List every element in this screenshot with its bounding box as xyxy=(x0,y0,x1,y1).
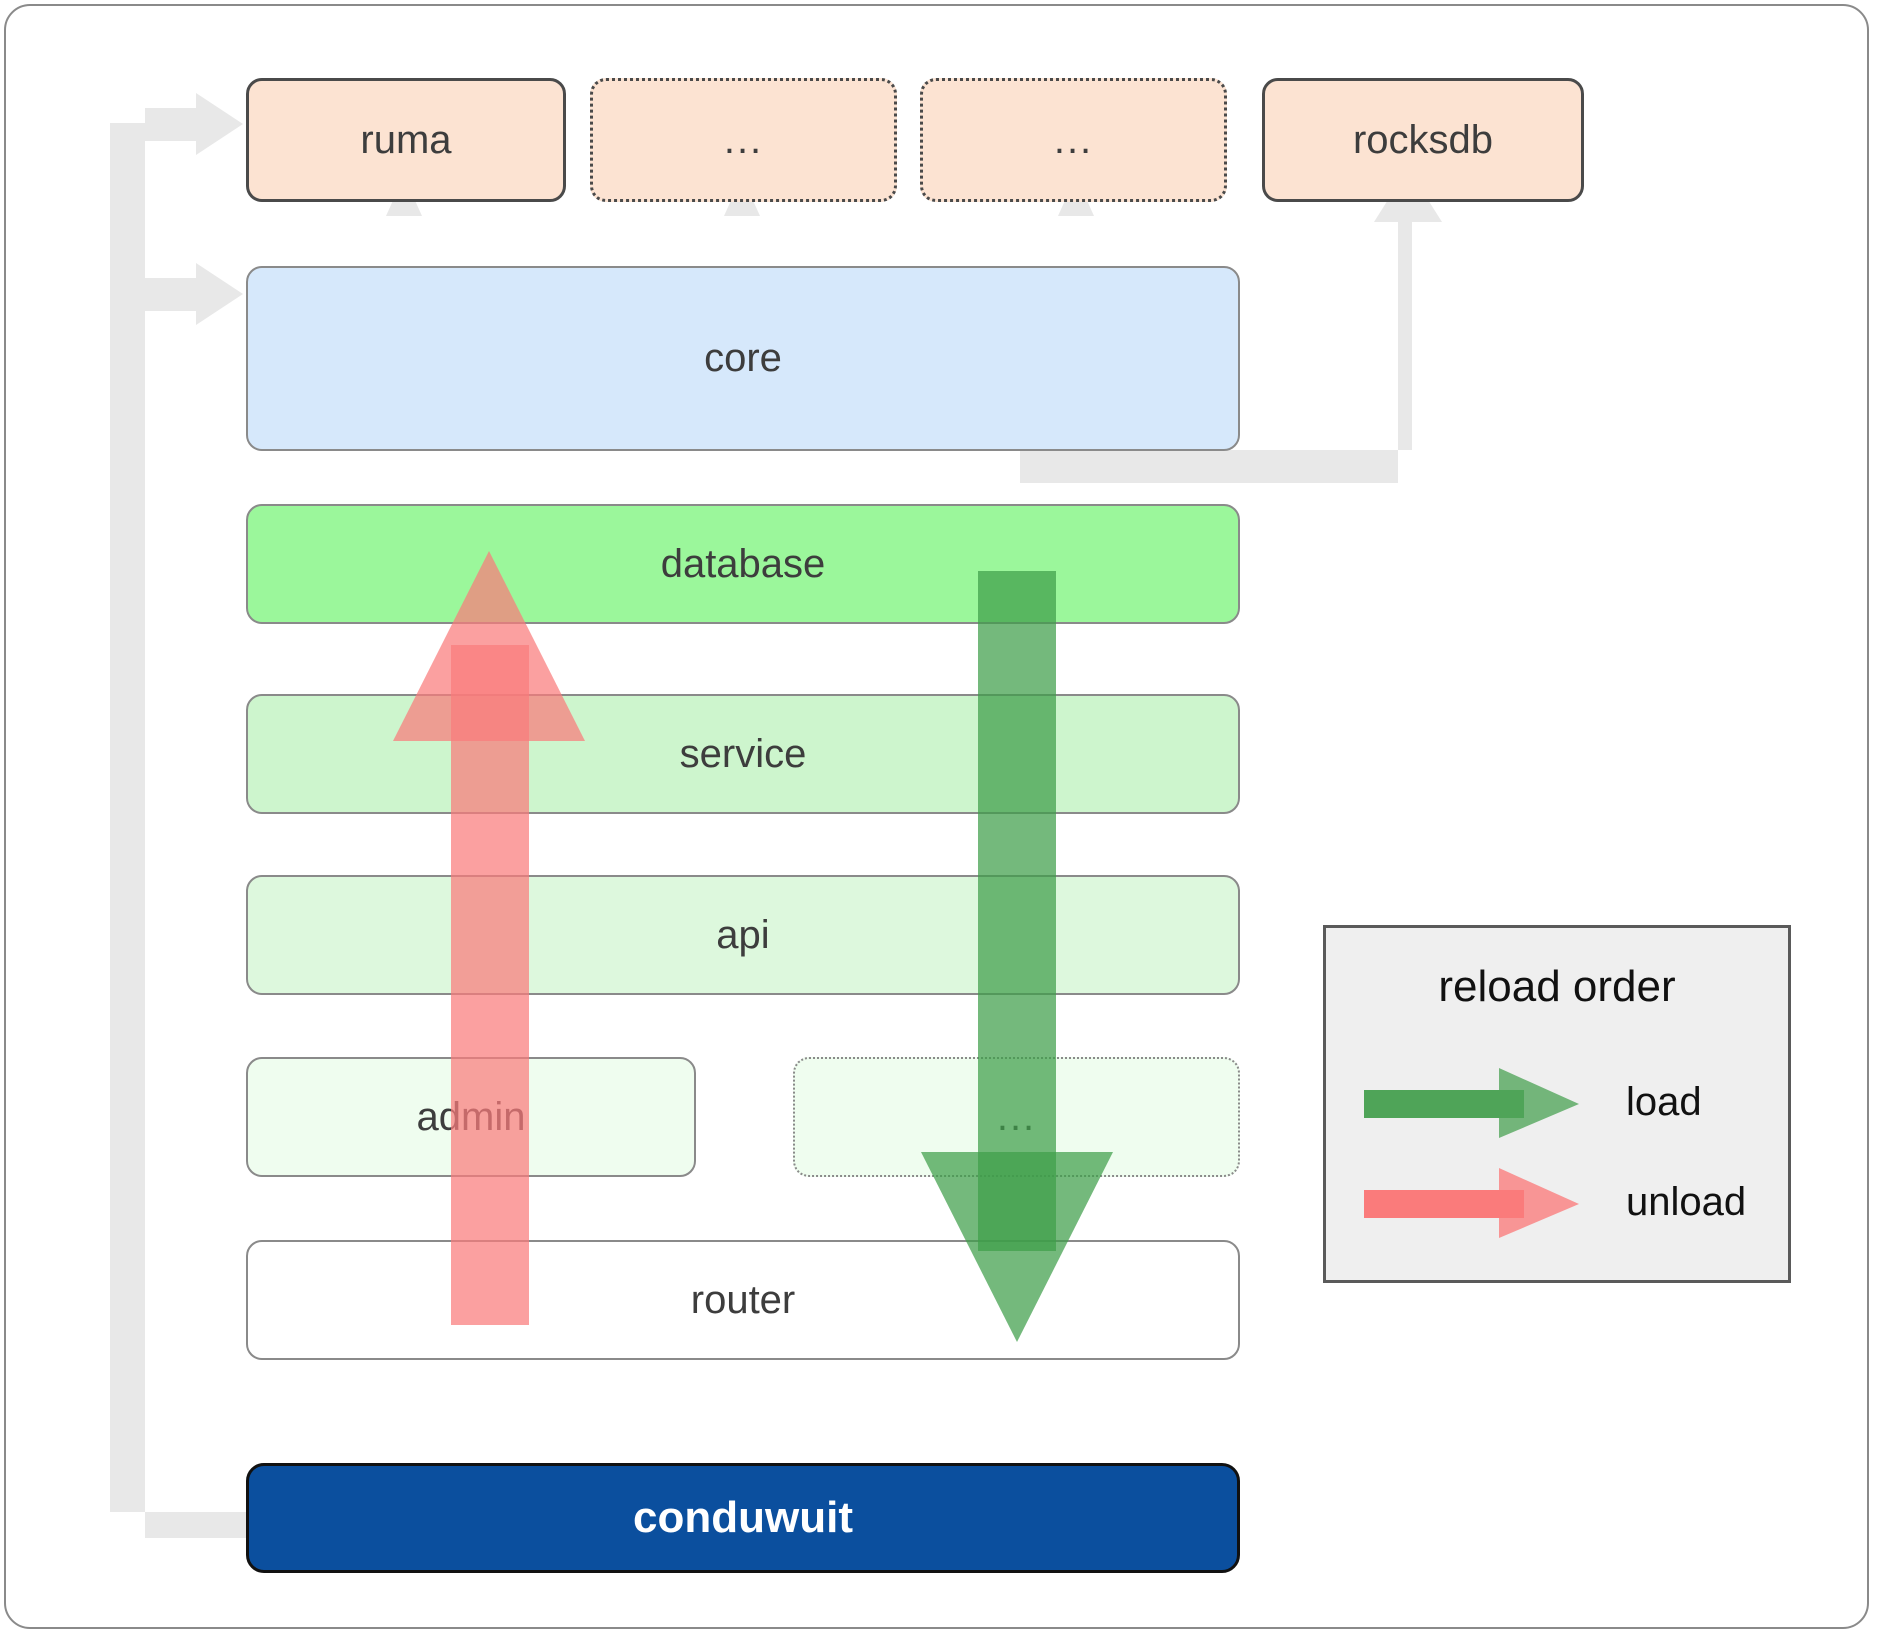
unload-arrow-shaft xyxy=(451,645,529,1325)
legend-unload-arrow-icon xyxy=(1364,1168,1579,1238)
layer-box-service-label: service xyxy=(679,731,807,776)
unload-arrow xyxy=(393,551,585,1325)
connector-arrowhead-ruma xyxy=(145,93,243,155)
layer-box-core[interactable]: core xyxy=(246,266,1240,451)
layer-box-database-label: database xyxy=(660,541,826,586)
load-arrow-head xyxy=(921,1152,1113,1342)
dep-box-ruma[interactable]: ruma xyxy=(246,78,566,202)
legend-panel: reload order load unload xyxy=(1323,925,1791,1283)
layer-box-api[interactable]: api xyxy=(246,875,1240,995)
dep-box-rocksdb[interactable]: rocksdb xyxy=(1262,78,1584,202)
legend-load-arrow-icon xyxy=(1364,1068,1579,1138)
dep-box-rocksdb-label: rocksdb xyxy=(1352,117,1494,162)
layer-box-service[interactable]: service xyxy=(246,694,1240,814)
conduwuit-label: conduwuit xyxy=(633,1493,853,1542)
dep-box-ellipsis-2[interactable]: ... xyxy=(920,78,1227,202)
layer-box-database[interactable]: database xyxy=(246,504,1240,624)
layer-box-api-label: api xyxy=(716,912,770,957)
layer-box-core-label: core xyxy=(704,336,782,380)
load-arrow xyxy=(921,571,1113,1342)
dep-box-ellipsis-1[interactable]: ... xyxy=(590,78,897,202)
legend-load-label: load xyxy=(1626,1080,1702,1124)
layer-box-router[interactable]: router xyxy=(246,1240,1240,1360)
legend-title: reload order xyxy=(1438,962,1676,1011)
connector-arrowhead-core xyxy=(145,263,243,325)
layer-box-router-label: router xyxy=(690,1277,796,1322)
dep-box-ruma-label: ruma xyxy=(360,117,452,162)
conduwuit-box[interactable]: conduwuit xyxy=(246,1463,1240,1573)
load-arrow-shaft xyxy=(978,571,1056,1251)
legend-unload-label: unload xyxy=(1626,1180,1747,1224)
